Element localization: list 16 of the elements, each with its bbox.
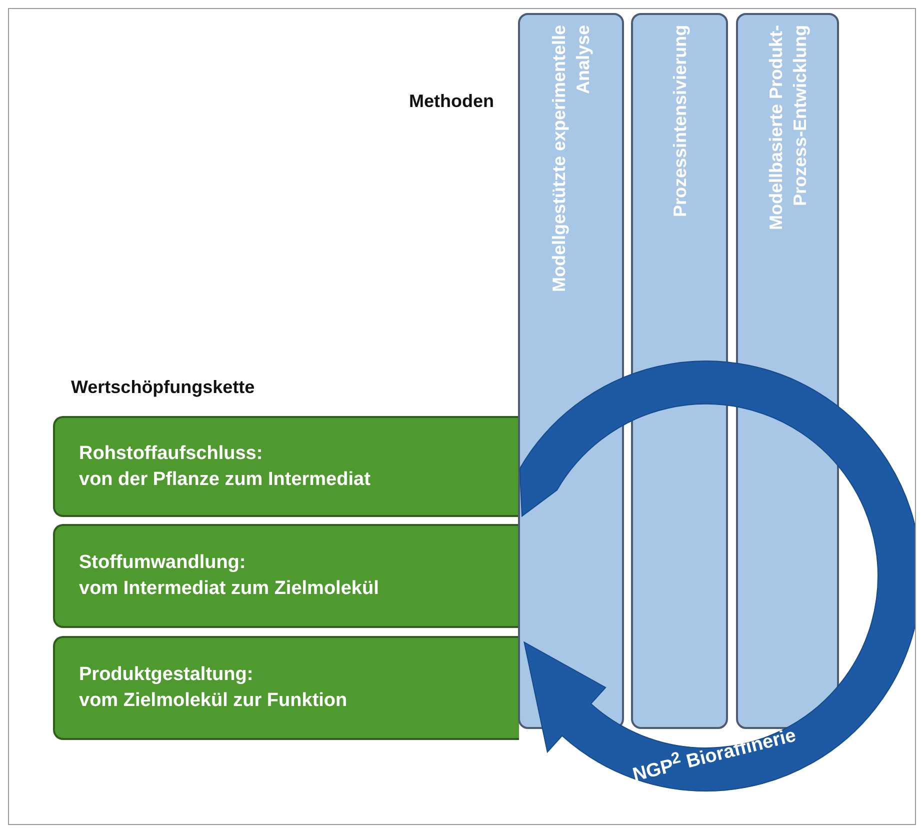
- stage-title: Produktgestaltung:: [79, 663, 254, 687]
- method-title: Modellgestützte experimentelle Analyse: [548, 25, 594, 294]
- method-column: [631, 13, 728, 729]
- method-column: [736, 13, 839, 729]
- method-title: Prozessintensivierung: [668, 25, 691, 220]
- value-chain-bar: [53, 416, 519, 517]
- stage-description: vom Intermediat zum Zielmolekül: [79, 577, 379, 601]
- stage-title: Stoffumwandlung:: [79, 551, 246, 575]
- stage-description: vom Zielmolekül zur Funktion: [79, 689, 348, 713]
- value-chain-bar: [53, 636, 519, 740]
- heading: Wertschöpfungskette: [71, 377, 255, 398]
- stage-title: Rohstoffaufschluss:: [79, 442, 263, 466]
- value-chain-bar: [53, 524, 519, 628]
- stage-description: von der Pflanze zum Intermediat: [79, 468, 370, 492]
- heading: Methoden: [409, 91, 494, 112]
- method-title: Modellbasierte Produkt- Prozess-Entwicklung: [764, 25, 811, 232]
